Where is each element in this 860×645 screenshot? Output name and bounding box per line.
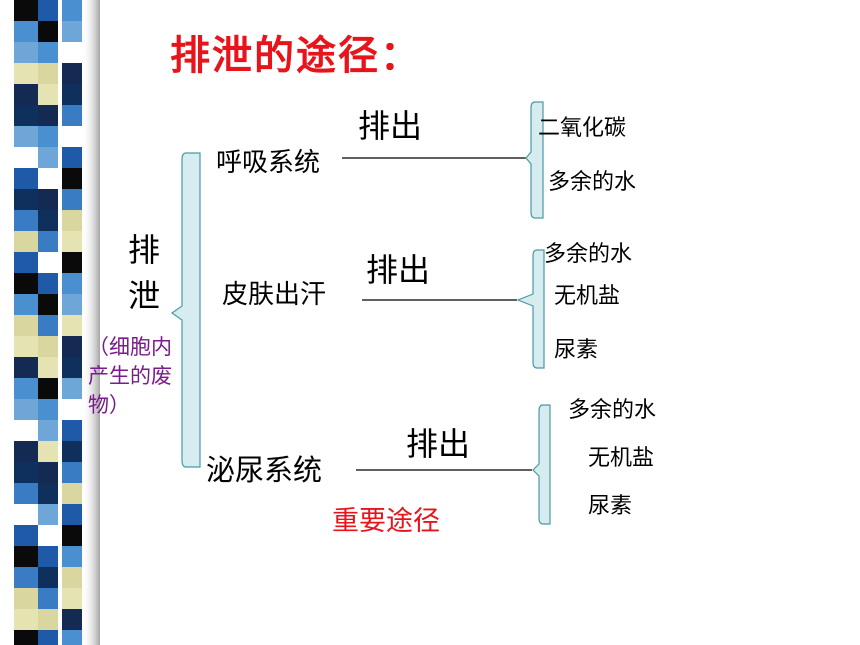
branch-system-urinary: 泌尿系统 — [206, 453, 323, 487]
product-respiratory-1: 二氧化碳 — [538, 116, 627, 141]
root-note: （细胞内产生的废物） — [88, 335, 172, 417]
product-urinary-3: 尿素 — [588, 494, 633, 519]
product-skin-1: 多余的水 — [544, 242, 633, 267]
main-bracket — [170, 152, 201, 468]
product-urinary-2: 无机盐 — [588, 446, 655, 471]
branch-action-skin: 排出 — [366, 251, 431, 289]
branch-action-urinary: 排出 — [406, 425, 471, 463]
bracket-skin — [516, 249, 545, 369]
root-label-line1: 排 — [128, 231, 161, 269]
product-skin-3: 尿素 — [554, 338, 599, 363]
decorative-striped-band — [0, 0, 100, 645]
bracket-urinary — [532, 404, 551, 525]
bracket-respiratory — [525, 101, 544, 219]
root-label-line2: 泄 — [128, 277, 161, 315]
product-respiratory-2: 多余的水 — [548, 170, 637, 195]
product-skin-2: 无机盐 — [554, 284, 621, 309]
branch-system-respiratory: 呼吸系统 — [216, 148, 321, 178]
branch-system-skin: 皮肤出汗 — [222, 280, 327, 310]
branch-action-respiratory: 排出 — [358, 107, 423, 145]
product-urinary-1: 多余的水 — [568, 398, 657, 423]
important-pathway-label: 重要途径 — [332, 506, 440, 537]
page-title: 排泄的途径： — [170, 33, 422, 79]
